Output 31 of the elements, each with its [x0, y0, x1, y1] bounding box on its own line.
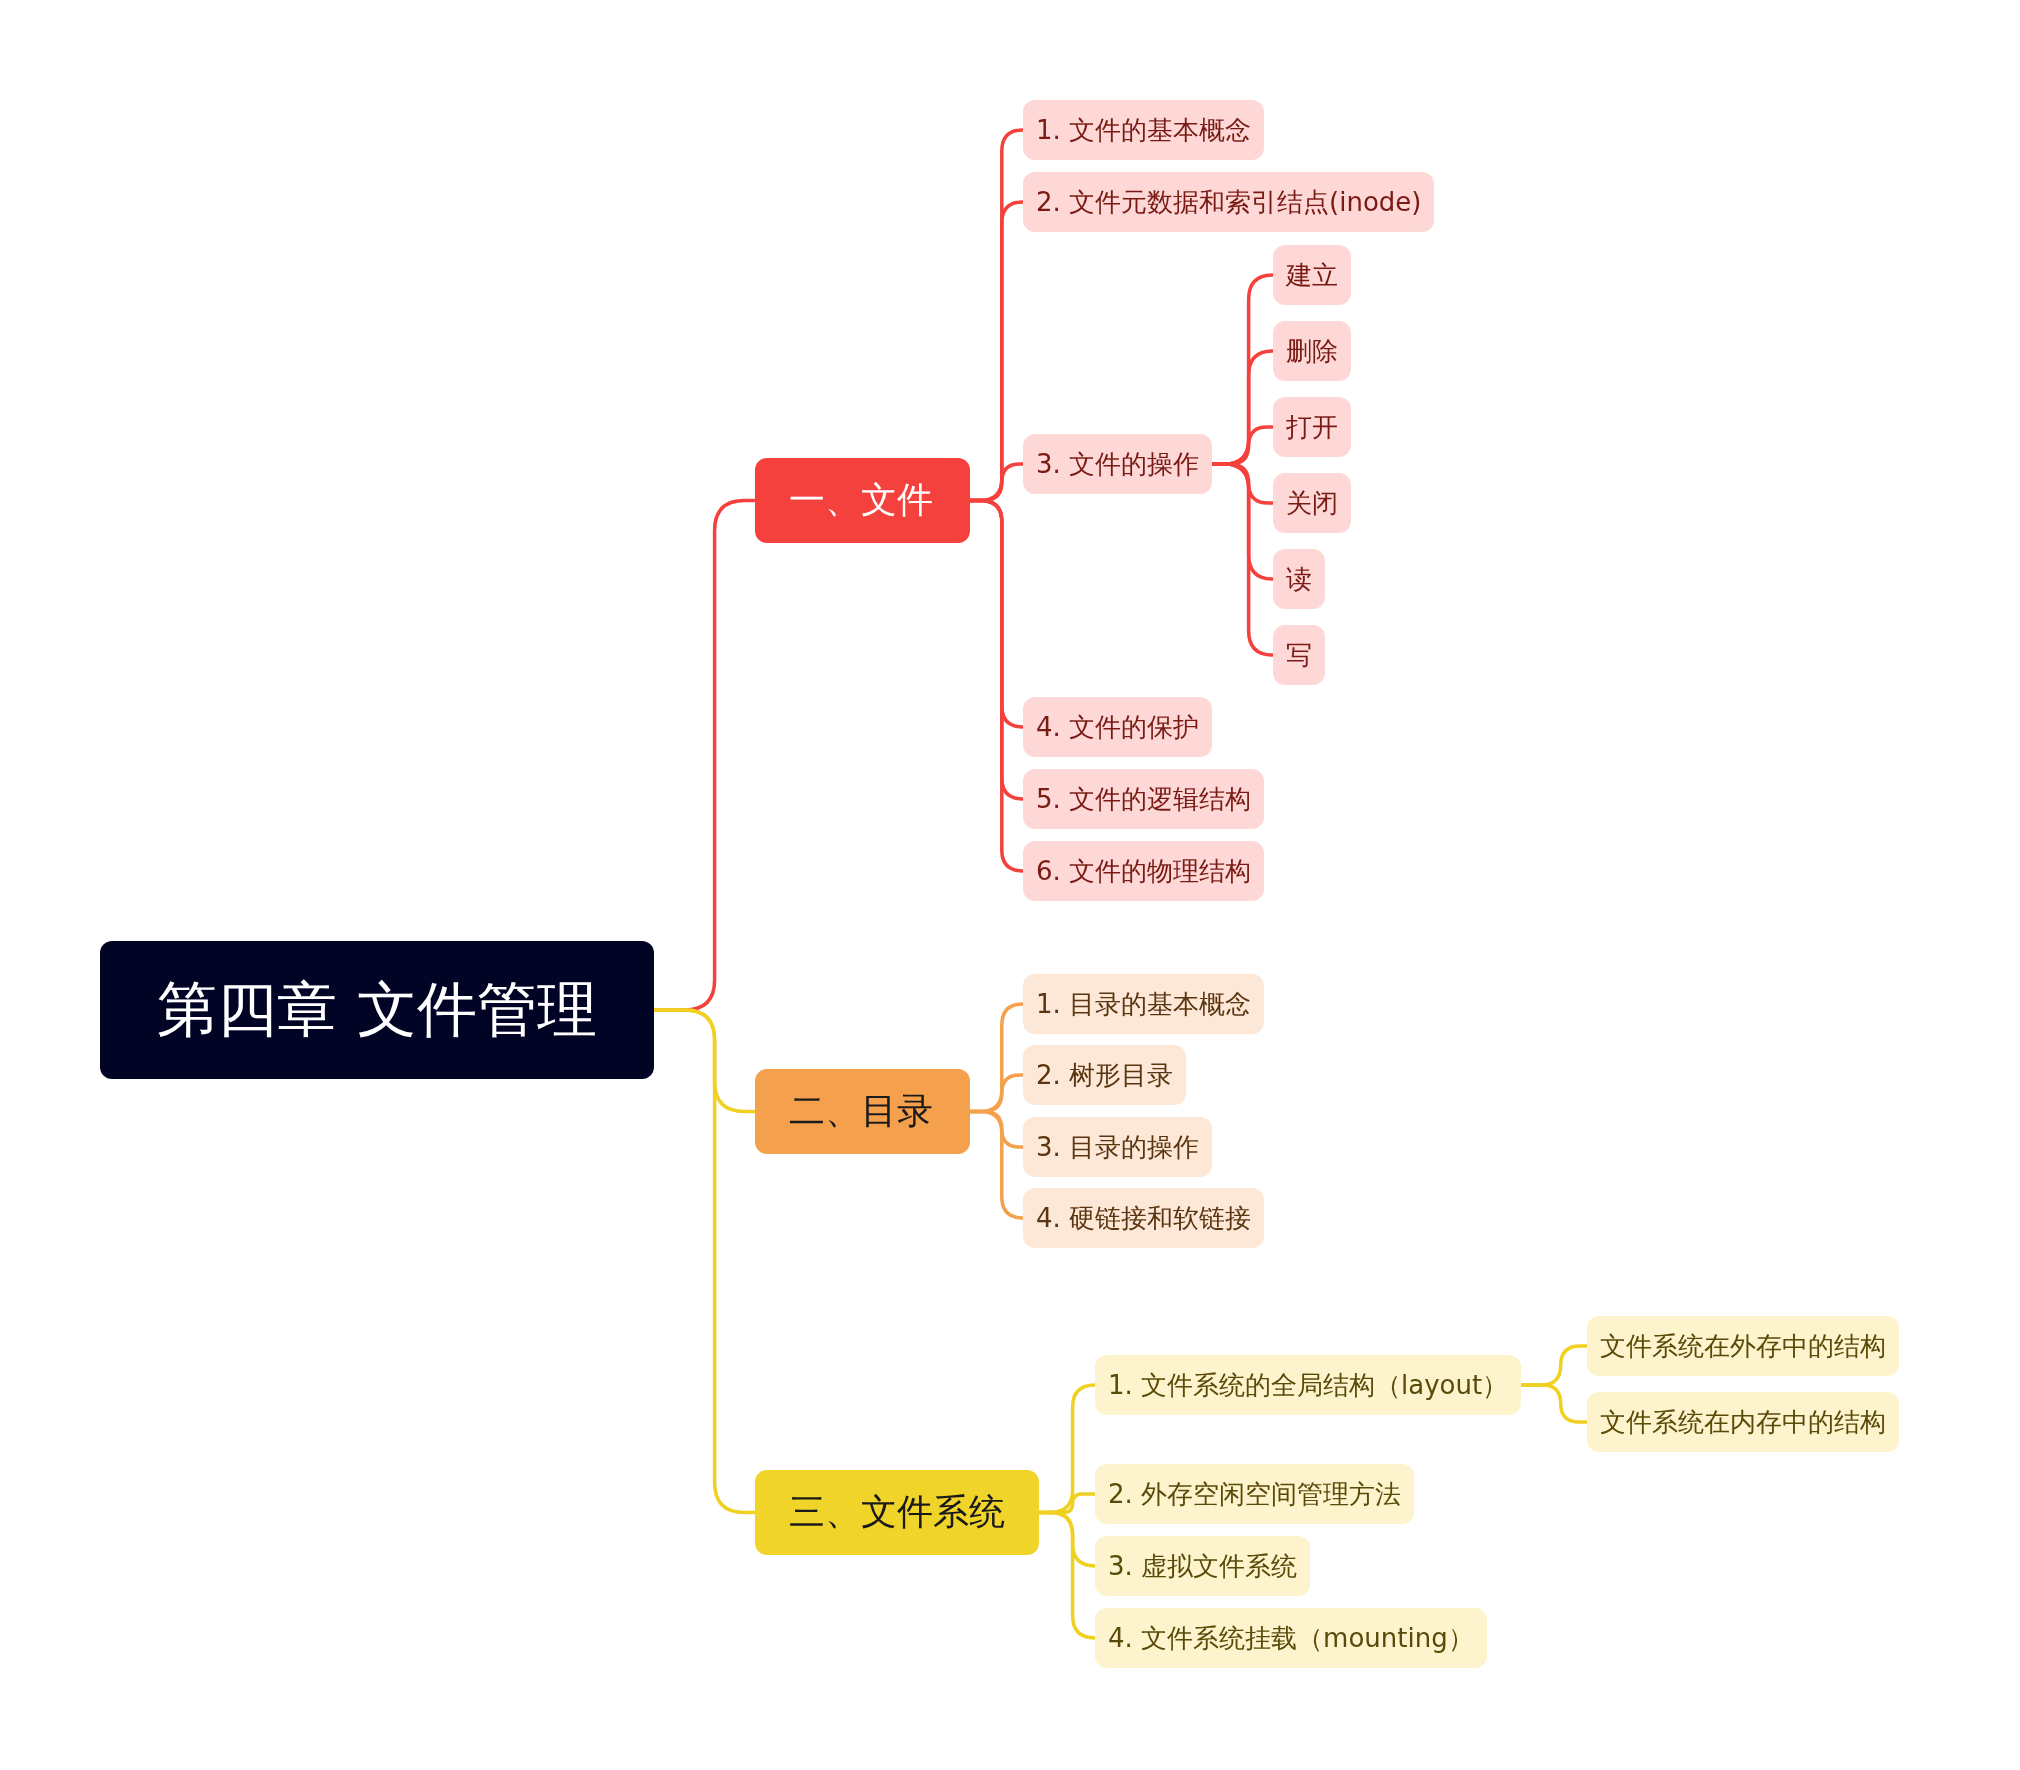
subtopic: 4. 硬链接和软链接: [1023, 1188, 1265, 1248]
subtopic: 2. 外存空闲空间管理方法: [1095, 1464, 1415, 1524]
subtopic: 文件系统在外存中的结构: [1587, 1316, 1899, 1376]
root-topic: 第四章 文件管理: [100, 941, 654, 1079]
subtopic: 关闭: [1273, 473, 1351, 533]
subtopic: 1. 文件系统的全局结构（layout）: [1095, 1355, 1522, 1415]
subtopic: 3. 文件的操作: [1023, 434, 1213, 494]
subtopic: 4. 文件系统挂载（mounting）: [1095, 1608, 1487, 1668]
connector-line: [1212, 462, 1275, 657]
subtopic: 6. 文件的物理结构: [1023, 841, 1265, 901]
subtopic: 5. 文件的逻辑结构: [1023, 769, 1265, 829]
connector-line: [1039, 1510, 1097, 1640]
subtopic: 4. 文件的保护: [1023, 697, 1213, 757]
subtopic: 3. 虚拟文件系统: [1095, 1536, 1311, 1596]
connector-line: [970, 1109, 1025, 1220]
subtopic: 写: [1273, 625, 1325, 685]
subtopic: 1. 目录的基本概念: [1023, 974, 1265, 1034]
subtopic: 建立: [1273, 245, 1351, 305]
subtopic: 删除: [1273, 321, 1351, 381]
subtopic: 1. 文件的基本概念: [1023, 100, 1265, 160]
main-topic: 三、文件系统: [755, 1470, 1039, 1555]
connector-line: [970, 498, 1025, 873]
connector-line: [654, 1008, 755, 1515]
subtopic: 2. 文件元数据和索引结点(inode): [1023, 172, 1435, 232]
subtopic: 打开: [1273, 397, 1351, 457]
main-topic: 二、目录: [755, 1069, 970, 1154]
subtopic: 文件系统在内存中的结构: [1587, 1392, 1899, 1452]
subtopic: 3. 目录的操作: [1023, 1117, 1213, 1177]
subtopic: 2. 树形目录: [1023, 1045, 1187, 1105]
subtopic: 读: [1273, 549, 1325, 609]
main-topic: 一、文件: [755, 458, 970, 543]
